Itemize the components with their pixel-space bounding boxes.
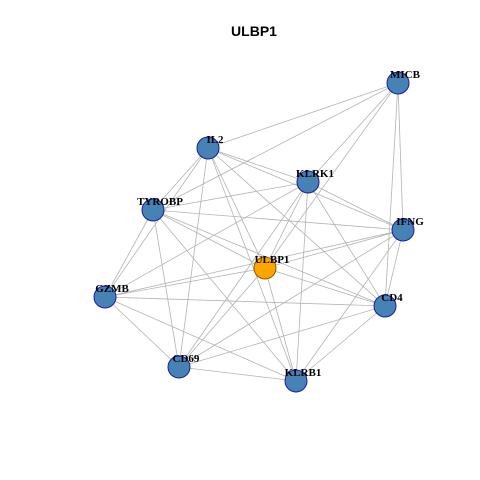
node-gzmb[interactable] bbox=[93, 285, 117, 309]
edge-micb-tyrobp bbox=[152, 82, 399, 211]
node-cd4[interactable] bbox=[373, 294, 397, 318]
edge-gzmb-klrb1 bbox=[104, 296, 297, 382]
node-label-klrk1: KLRK1 bbox=[296, 168, 334, 180]
edge-tyrobp-gzmb bbox=[104, 209, 154, 298]
node-ulbp1[interactable] bbox=[253, 256, 277, 280]
edge-micb-klrk1 bbox=[307, 82, 399, 183]
edge-il2-tyrobp bbox=[152, 147, 209, 211]
edge-klrk1-ulbp1 bbox=[264, 181, 309, 269]
node-label-micb: MICB bbox=[390, 69, 421, 81]
edge-cd69-klrb1 bbox=[178, 366, 297, 382]
edge-tyrobp-ulbp1 bbox=[152, 209, 266, 269]
edge-cd4-klrb1 bbox=[295, 305, 386, 382]
edge-klrk1-cd69 bbox=[178, 181, 309, 368]
edge-il2-ulbp1 bbox=[207, 147, 266, 269]
node-tyrobp[interactable] bbox=[141, 198, 165, 222]
node-label-tyrobp: TYROBP bbox=[137, 196, 183, 208]
node-ifng[interactable] bbox=[391, 218, 415, 242]
edge-klrk1-tyrobp bbox=[152, 181, 309, 211]
edge-ifng-ulbp1 bbox=[264, 229, 404, 269]
edge-klrk1-ifng bbox=[307, 181, 404, 231]
node-label-il2: IL2 bbox=[206, 134, 224, 146]
edge-klrk1-gzmb bbox=[104, 181, 309, 298]
edge-layer bbox=[104, 82, 404, 382]
edge-micb-ifng bbox=[397, 82, 404, 231]
edge-ifng-cd4 bbox=[384, 229, 404, 307]
edge-tyrobp-cd69 bbox=[152, 209, 180, 368]
edge-il2-klrb1 bbox=[207, 147, 297, 382]
node-cd69[interactable] bbox=[167, 355, 191, 379]
edge-gzmb-cd69 bbox=[104, 296, 180, 368]
edge-tyrobp-klrb1 bbox=[152, 209, 297, 382]
node-label-klrb1: KLRB1 bbox=[285, 367, 322, 379]
node-label-cd69: CD69 bbox=[173, 353, 200, 365]
edge-ulbp1-cd69 bbox=[178, 267, 266, 368]
edge-ifng-gzmb bbox=[104, 229, 404, 298]
edge-il2-cd69 bbox=[178, 147, 209, 368]
node-klrk1[interactable] bbox=[296, 170, 320, 194]
edge-ifng-klrb1 bbox=[295, 229, 404, 382]
edge-cd4-cd69 bbox=[178, 305, 386, 368]
node-micb[interactable] bbox=[386, 71, 410, 95]
node-label-cd4: CD4 bbox=[381, 292, 403, 304]
edge-ulbp1-klrb1 bbox=[264, 267, 297, 382]
node-label-ifng: IFNG bbox=[396, 216, 424, 228]
edge-il2-cd4 bbox=[207, 147, 386, 307]
edge-ulbp1-cd4 bbox=[264, 267, 386, 307]
edge-ulbp1-gzmb bbox=[104, 267, 266, 298]
edge-il2-klrk1 bbox=[207, 147, 309, 183]
edge-micb-cd4 bbox=[384, 82, 399, 307]
node-label-ulbp1: ULBP1 bbox=[255, 254, 290, 266]
node-il2[interactable] bbox=[196, 136, 220, 160]
edge-tyrobp-ifng bbox=[152, 209, 404, 231]
node-klrb1[interactable] bbox=[284, 369, 308, 393]
node-layer bbox=[93, 71, 415, 393]
edge-ifng-cd69 bbox=[178, 229, 404, 368]
diagram-title: ULBP1 bbox=[231, 23, 277, 39]
edge-klrk1-cd4 bbox=[307, 181, 386, 307]
edge-micb-ulbp1 bbox=[264, 82, 399, 269]
edge-gzmb-cd4 bbox=[104, 296, 386, 307]
node-label-gzmb: GZMB bbox=[95, 283, 129, 295]
edge-micb-il2 bbox=[207, 82, 399, 149]
edge-klrk1-klrb1 bbox=[295, 181, 309, 382]
edge-il2-gzmb bbox=[104, 147, 209, 298]
